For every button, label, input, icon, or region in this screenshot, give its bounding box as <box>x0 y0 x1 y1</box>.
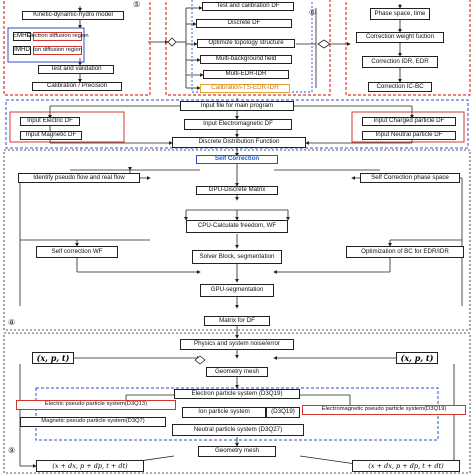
identify-pseudo-box: Identify pseudo flow and real flow <box>18 173 140 183</box>
optimization-bc-box: Optimization of BC for EDR/IDR <box>346 246 464 258</box>
test-calibration-df-box: Test and calibration DF <box>202 2 294 11</box>
gpu-discrete-box: GPU-Discrete Matrix <box>196 186 278 195</box>
calibration-box: Calibration / Precision <box>32 82 122 91</box>
electron-region-box: Electron diffusion region <box>26 32 89 41</box>
correction-weight-box: Correction weight fuction <box>356 32 444 43</box>
discrete-df-box: Discrete DF <box>196 19 292 28</box>
electron-system-box: Electron particle system (D3Q19) <box>174 389 300 399</box>
input-neutral-box: Input Neutral particle DF <box>362 131 456 140</box>
input-file-box: Input file for main program <box>180 101 294 111</box>
ion-region-box: Ion diffusion region <box>33 46 82 55</box>
section-number-8: ⑧ <box>8 318 16 327</box>
calibration-ts-box: Calibration-TS-EDR-IDR <box>200 84 290 93</box>
kinetic-model-box: Kinetic-dynamic-hydro model <box>22 11 124 20</box>
self-correction-box: Self Correction <box>196 155 278 164</box>
ion-code-box: (D3Q19) <box>266 407 300 418</box>
self-correction-phase-box: Self Correction phase space <box>360 173 460 183</box>
math-next-right: (x + dx, p + dp, t + dt) <box>352 460 460 472</box>
test-validation-box: Test and validation <box>38 65 114 74</box>
section-number-9: ⑨ <box>8 446 16 455</box>
input-em-box: Input Electromagnetic DF <box>184 119 292 130</box>
math-next-left: (x + dx, p + dp, t + dt) <box>36 460 144 472</box>
solver-block-box: Solver Block, segmentation <box>192 250 282 264</box>
imhd-tag: IMHD <box>13 46 31 55</box>
gpu-segmentation-box: GPU-segmentation <box>200 284 274 297</box>
matrix-df-box: Matrix for DF <box>204 316 270 326</box>
multi-background-box: Multi-background field <box>200 55 292 64</box>
geometry-mesh-box-1: Geometry mesh <box>206 367 268 377</box>
ion-system-box: Ion particle system <box>182 407 266 418</box>
self-correction-wf-box: Self correction WF <box>36 246 118 258</box>
input-electric-box: Input Electric DF <box>20 117 80 126</box>
magnetic-pseudo-box: Magnetic pseudo particle system(D3Q7) <box>20 417 166 427</box>
emhd-tag: EMHD <box>12 32 32 41</box>
input-magnetic-box: Input Magnetic DF <box>20 131 82 140</box>
cpu-calculate-box: CPU-Calculate freedom, WF <box>186 220 288 233</box>
correction-idr-edr-box: Correction IDR, EDR <box>362 56 438 68</box>
discrete-dist-box: Discrete Distribution Function <box>172 137 306 148</box>
math-state-right: (x, p, t) <box>396 352 438 364</box>
multi-edr-idr-box: Multi-EDR-IDR <box>203 70 289 79</box>
geometry-mesh-box-2: Geometry mesh <box>198 446 276 457</box>
correction-ic-bc-box: Correction IC-BC <box>368 82 432 92</box>
neutral-system-box: Neutral particle system (D3Q27) <box>172 424 304 436</box>
em-pseudo-box: Electromagnetic pseudo particle system(D… <box>302 405 466 415</box>
math-state-left: (x, p, t) <box>32 352 74 364</box>
electric-pseudo-box: Electric pseudo particle system(D3Q13) <box>16 400 176 410</box>
physics-noise-box: Physics and system noise/error <box>180 339 294 350</box>
phase-space-box: Phase space, time <box>370 8 430 20</box>
section-number-6: ⑥ <box>309 8 317 17</box>
input-charged-box: Input Charged particle DF <box>362 117 456 126</box>
section-number-5: ⑤ <box>133 0 141 9</box>
optimize-topology-box: Optimize topology structure <box>197 39 295 48</box>
